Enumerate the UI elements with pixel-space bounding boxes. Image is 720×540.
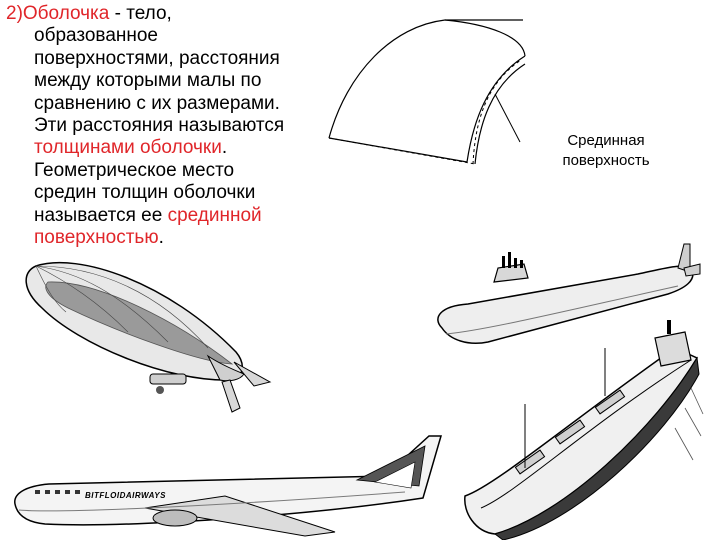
text-line-10: называется ее срединной (34, 204, 262, 226)
airship-illustration (25, 261, 272, 413)
tanker-ship-illustration (464, 320, 704, 540)
term-shell: 2)Оболочка (6, 3, 110, 24)
text-line-1: 2)Оболочка - тело, (6, 3, 172, 24)
text-line-3: поверхностями, расстояния (34, 47, 280, 69)
airplane-illustration: BITFLOIDAIRWAYS (14, 435, 442, 537)
submarine-illustration (437, 243, 701, 344)
shell-diagram (328, 19, 526, 165)
definition-text: 2)Оболочка - тело, образованное поверхно… (6, 3, 326, 249)
text-line-11: поверхностью. (34, 227, 164, 249)
term-thickness: толщинами оболочки (34, 137, 222, 159)
term-middle: срединной (167, 204, 262, 226)
text-line-9: средин толщин оболочки (34, 182, 256, 204)
text-line-5: сравнению с их размерами. (34, 92, 280, 114)
text-line-2: образованное (34, 25, 159, 47)
text-line-7: толщинами оболочки. (34, 137, 228, 159)
term-surface: поверхностью (34, 227, 159, 249)
middle-surface-caption: Срединная поверхность (562, 132, 650, 169)
text-line-4: между которыми малы по (34, 70, 262, 92)
airline-livery-text: BITFLOIDAIRWAYS (85, 491, 166, 500)
text-line-8: Геометрическое место (34, 159, 235, 181)
text-line-6: Эти расстояния называются (34, 115, 285, 137)
